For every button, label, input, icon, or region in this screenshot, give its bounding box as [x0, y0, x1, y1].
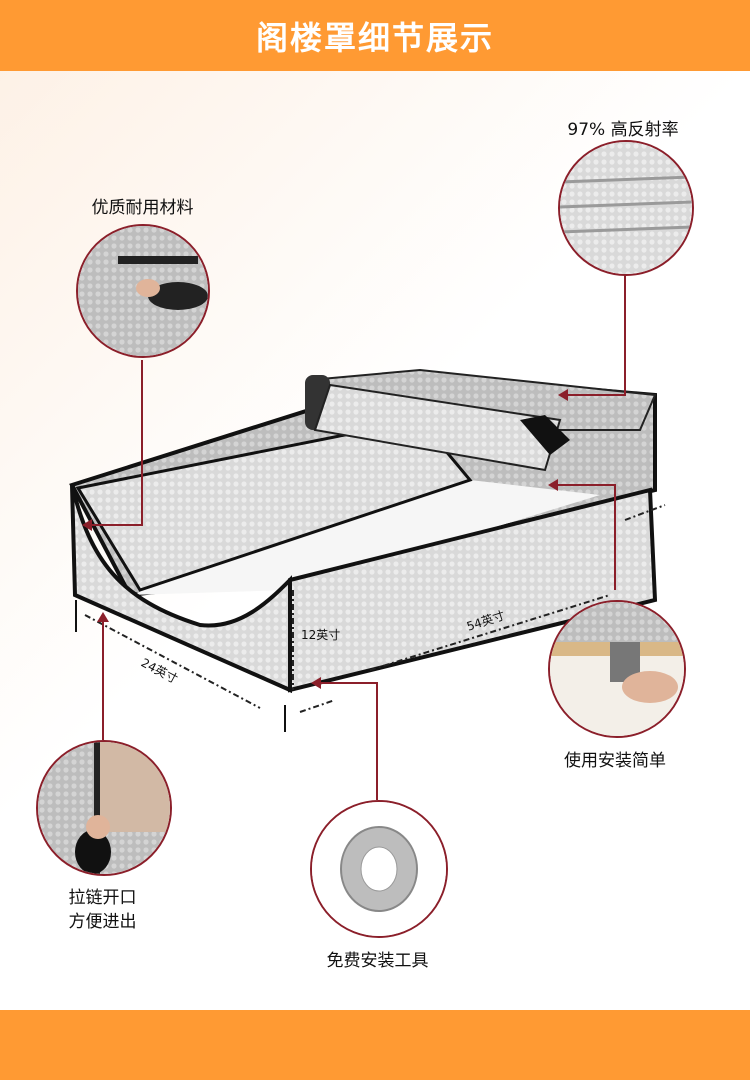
handle [520, 415, 570, 455]
page-title: 阁楼罩细节展示 [255, 18, 494, 57]
material-detail-image [76, 224, 210, 358]
material-label: 优质耐用材料 [91, 198, 194, 218]
footer-banner [0, 1010, 750, 1080]
floor [130, 480, 600, 595]
zipper-label-line1: 拉链开口 [68, 888, 137, 908]
install-detail-image [548, 600, 686, 738]
zipper-label: 拉链开口 方便进出 [35, 886, 170, 934]
zipper-label-line2: 方便进出 [68, 912, 137, 932]
inner-left-wall [75, 418, 473, 592]
roll-front [313, 383, 562, 472]
install-label: 使用安装简单 [564, 751, 666, 771]
left-end-wall [70, 484, 292, 694]
reflect-detail-image [558, 140, 694, 276]
tools-detail-image [310, 800, 448, 938]
height-dimension: 12英寸 [301, 628, 341, 642]
connector-arrows [82, 389, 568, 689]
zipper-detail-image [36, 740, 172, 876]
tools-label: 免费安装工具 [326, 951, 429, 971]
reflect-label: 97% 高反射率 [567, 120, 679, 140]
header-banner: 阁楼罩细节展示 [0, 0, 750, 71]
connector-lines [88, 275, 626, 800]
